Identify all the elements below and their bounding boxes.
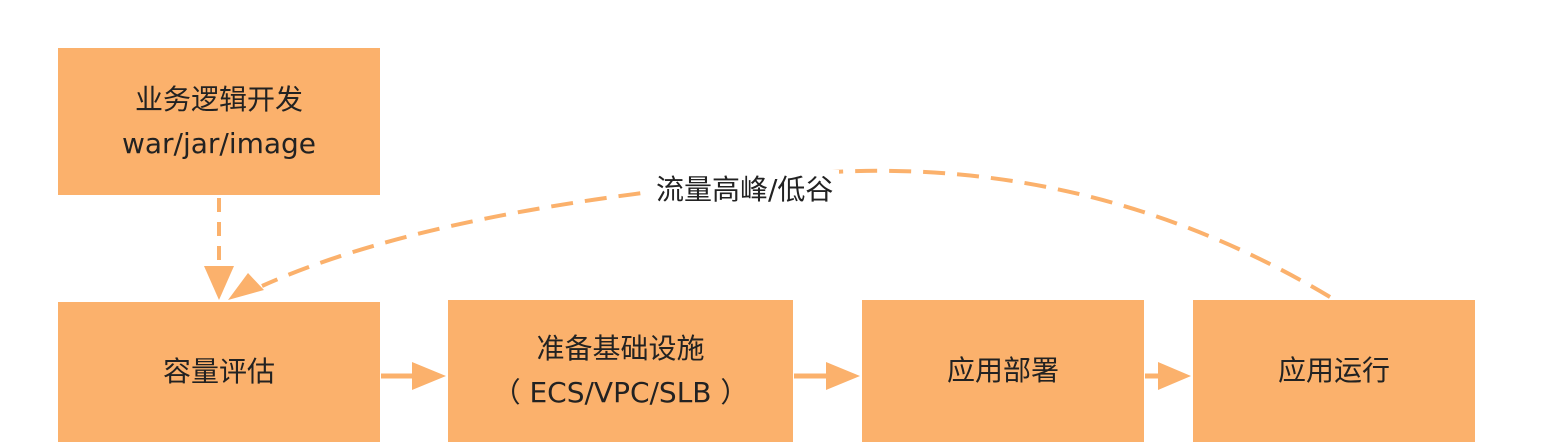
arrowhead-capacity-to-infra <box>412 362 446 390</box>
node-business-logic-dev: 业务逻辑开发 war/jar/image <box>58 48 380 195</box>
node-capacity-label: 容量评估 <box>162 355 275 388</box>
node-infra-title: 准备基础设施 <box>536 332 705 365</box>
edge-label-traffic-peak-valley: 流量高峰/低谷 <box>650 170 840 210</box>
edge-run-to-capacity <box>261 168 1332 299</box>
node-capacity-evaluation: 容量评估 <box>58 302 380 442</box>
arrowhead-run-to-capacity <box>228 273 264 300</box>
arrowhead-deploy-to-run <box>1158 362 1191 390</box>
node-app-run: 应用运行 <box>1193 300 1475 442</box>
arrowhead-infra-to-deploy <box>826 362 860 390</box>
node-deploy-label: 应用部署 <box>946 354 1059 387</box>
node-run-label: 应用运行 <box>1277 354 1390 387</box>
node-dev-title: 业务逻辑开发 <box>134 82 303 116</box>
arrowhead-dev-to-capacity <box>204 266 234 300</box>
node-dev-artifacts: war/jar/image <box>121 126 317 160</box>
node-infra-components: （ ECS/VPC/SLB ） <box>492 376 749 409</box>
node-app-deploy: 应用部署 <box>862 300 1144 442</box>
node-prepare-infrastructure: 准备基础设施 （ ECS/VPC/SLB ） <box>448 300 793 442</box>
